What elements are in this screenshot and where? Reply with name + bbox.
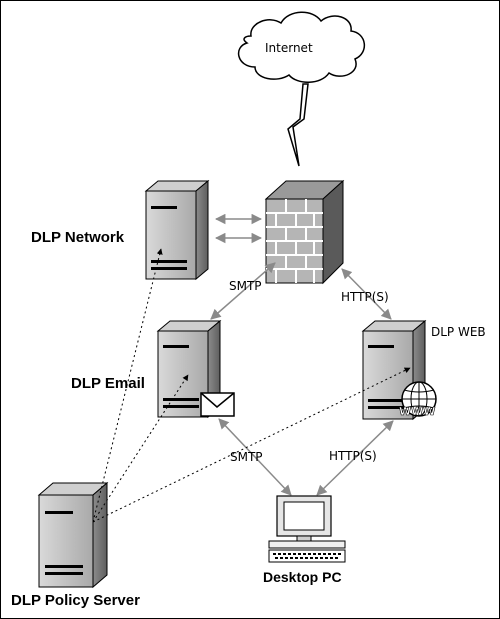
www-label: WWW xyxy=(399,405,436,419)
https-label-bottom: HTTP(S) xyxy=(329,449,377,463)
globe-icon xyxy=(401,381,437,417)
internet-label: Internet xyxy=(265,41,313,55)
connection-arrows xyxy=(210,213,394,496)
https-label-top: HTTP(S) xyxy=(341,290,389,304)
smtp-label-top: SMTP xyxy=(229,279,262,293)
envelope-icon xyxy=(200,392,235,417)
lightning-icon xyxy=(287,83,309,167)
desktop-pc-icon xyxy=(268,495,346,563)
dlp-policy-server-label: DLP Policy Server xyxy=(11,592,140,609)
smtp-label-bottom: SMTP xyxy=(230,450,263,464)
dlp-email-label: DLP Email xyxy=(71,375,145,392)
cloud-icon xyxy=(237,11,365,83)
server-icon xyxy=(37,481,109,589)
desktop-pc-label: Desktop PC xyxy=(263,569,342,585)
dlp-web-label: DLP WEB xyxy=(431,325,486,339)
policy-links xyxy=(92,248,411,523)
server-icon xyxy=(144,179,210,281)
dlp-network-label: DLP Network xyxy=(31,229,125,246)
firewall-icon xyxy=(264,179,345,285)
